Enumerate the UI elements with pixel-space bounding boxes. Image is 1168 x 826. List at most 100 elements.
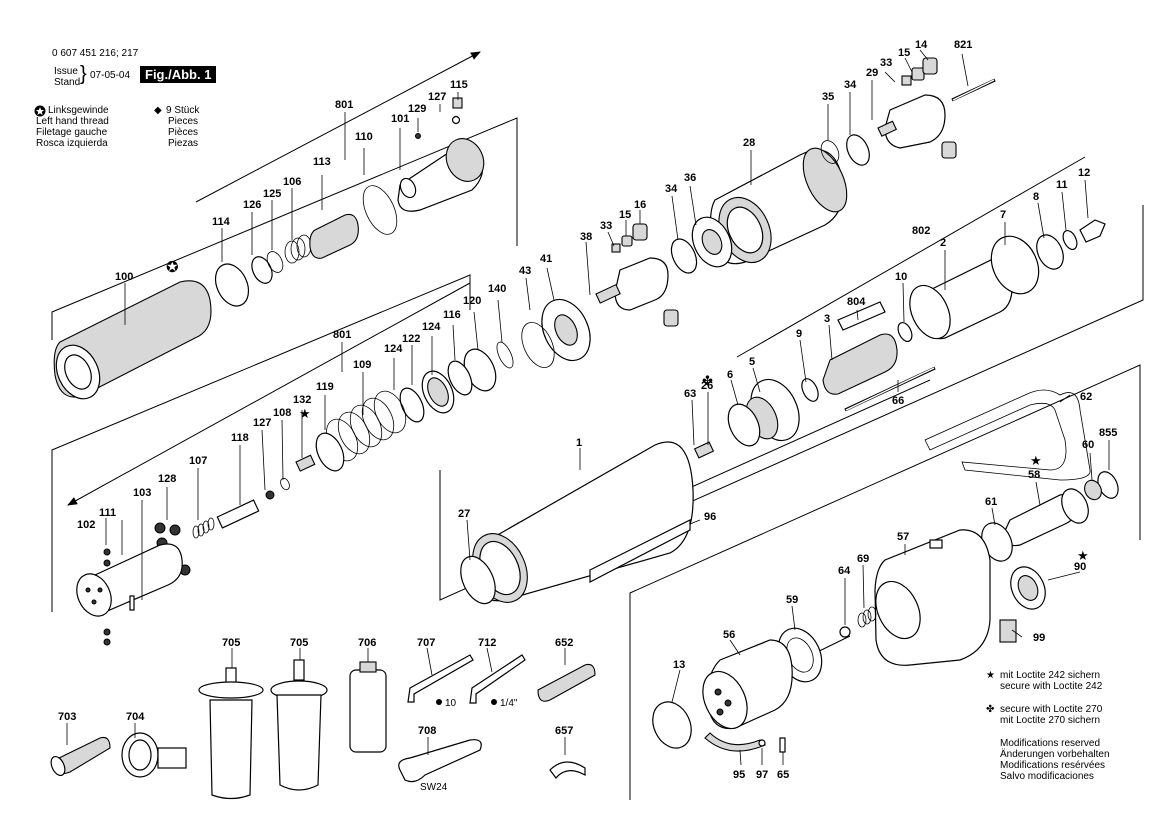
part-14-gear [922, 57, 938, 75]
middle-clutch-assembly [76, 341, 514, 646]
part-9-ring [801, 378, 819, 402]
label-100: 100 [115, 271, 133, 283]
label-29: 29 [866, 67, 878, 79]
part-703-adapter [50, 736, 111, 777]
part-114-ring [214, 263, 250, 307]
part-128-balls [154, 522, 191, 576]
label-15-upper: 15 [898, 47, 910, 59]
part-708-wrench [398, 739, 482, 783]
part-64-ball [839, 626, 851, 638]
part-34-washer [846, 134, 870, 166]
label-26: 26 [701, 380, 713, 392]
label-706: 706 [358, 637, 376, 649]
label-132: 132 [293, 394, 311, 406]
part-115-screw [452, 97, 463, 109]
part-2-cylinder [909, 257, 1013, 340]
part-707-hex-key [407, 654, 474, 703]
label-821: 821 [954, 39, 972, 51]
label-90: 90 [1074, 561, 1086, 573]
part-36-bearing [691, 216, 733, 268]
pieces-fr: Pièces [168, 127, 199, 138]
part-116-disc [447, 360, 473, 396]
label-28: 28 [743, 137, 755, 149]
part-60-screen [1084, 479, 1102, 501]
part-96-label [589, 519, 691, 583]
part-pin [129, 595, 135, 611]
label-652: 652 [555, 637, 573, 649]
part-125-ring [266, 251, 284, 273]
part-labels: 100 114 126 125 106 113 110 101 129 127 … [58, 39, 1117, 781]
issue-label: Issue [54, 66, 78, 77]
issue-date: 07-05-04 [90, 70, 131, 81]
note-loctite-270: ✤ secure with Loctite 270 mit Loctite 27… [986, 704, 1102, 726]
part-33-pin-b [611, 243, 621, 253]
star-icon: ★ [986, 670, 995, 681]
part-33-pin [901, 75, 912, 86]
star-marker-132-icon: ★ [299, 406, 311, 421]
part-62-bracket [924, 389, 1091, 481]
label-66: 66 [892, 395, 904, 407]
note-242-de: mit Loctite 242 sichern [1000, 670, 1101, 681]
label-57: 57 [897, 531, 909, 543]
label-115: 115 [450, 79, 468, 91]
label-128: 128 [158, 473, 176, 485]
label-101: 101 [391, 113, 409, 125]
legend-en: Left hand thread [36, 116, 109, 127]
label-111: 111 [99, 507, 116, 519]
figure-badge: Fig./Abb. 1 [140, 66, 217, 83]
part-15-gear [911, 67, 925, 81]
bullet-icon [436, 699, 442, 705]
label-124-b: 124 [384, 343, 403, 355]
part-6-bearing [727, 403, 761, 447]
label-2: 2 [940, 237, 946, 249]
label-103: 103 [133, 487, 151, 499]
label-95: 95 [733, 769, 745, 781]
label-8: 8 [1033, 191, 1039, 203]
part-705-handle-a [198, 667, 264, 800]
part-704-clamp [121, 732, 187, 778]
label-10: 10 [895, 271, 907, 283]
star-marker-58-icon: ★ [1030, 453, 1042, 468]
label-110: 110 [355, 131, 373, 143]
label-96: 96 [704, 511, 716, 523]
part-99-label [999, 619, 1017, 643]
label-119: 119 [316, 381, 334, 393]
part-35-ring [820, 140, 840, 164]
label-14: 14 [915, 39, 928, 51]
label-114: 114 [212, 216, 231, 228]
part-127-ball [451, 115, 461, 125]
label-33-lower: 33 [600, 220, 612, 232]
label-58: 58 [1028, 469, 1040, 481]
label-108: 108 [273, 407, 291, 419]
label-35: 35 [822, 91, 834, 103]
leader-lines [66, 49, 1110, 766]
note-270-de: mit Loctite 270 sichern [1000, 715, 1101, 726]
part-57-handle-housing [874, 529, 991, 666]
label-855: 855 [1099, 427, 1117, 439]
label-712: 712 [478, 637, 496, 649]
note-loctite-242: ★ mit Loctite 242 sichern secure with Lo… [986, 670, 1102, 692]
legend-de: Linksgewinde [48, 105, 109, 116]
part-657-clip [549, 761, 586, 779]
hex-key-size-10: 10 [445, 698, 457, 709]
part-118-rod [216, 499, 260, 529]
label-43: 43 [519, 265, 531, 277]
label-38: 38 [580, 231, 592, 243]
label-5: 5 [749, 356, 755, 368]
label-33-upper: 33 [880, 57, 892, 69]
part-705-handle-b [270, 659, 328, 791]
gear-assembly [521, 57, 996, 368]
label-56: 56 [723, 629, 735, 641]
part-132-screw [295, 454, 316, 472]
label-801-upper: 801 [335, 99, 353, 111]
part-43-retainer [521, 322, 555, 368]
part-102-ball [103, 628, 111, 636]
valve-assembly [652, 389, 1119, 753]
label-120: 120 [463, 295, 481, 307]
label-657: 657 [555, 725, 573, 737]
hex-key-size-quarter: 1/4" [500, 698, 518, 709]
part-804-blade [837, 301, 886, 331]
label-62: 62 [1080, 391, 1092, 403]
part-113-knurled-ring [309, 213, 359, 259]
